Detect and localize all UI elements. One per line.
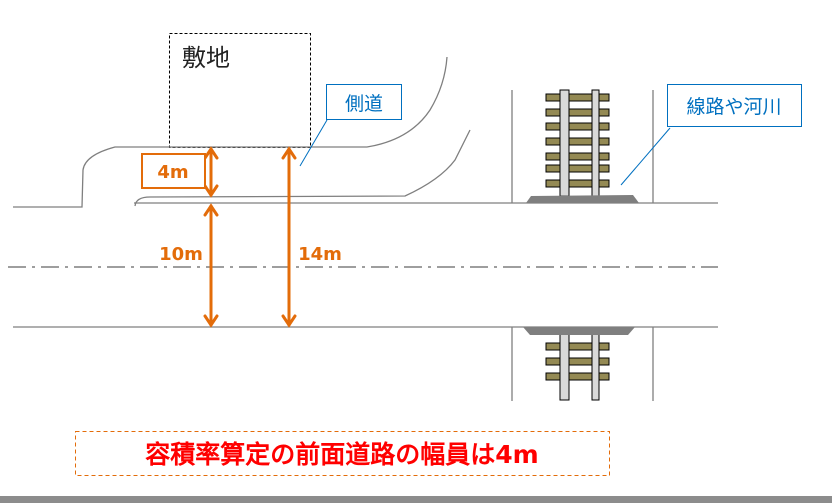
- side-road-lower-edge: [134, 129, 471, 207]
- site-label: 敷地: [182, 44, 230, 72]
- ballast-bottom: [523, 327, 635, 335]
- railway-track-bottom: [545, 333, 610, 401]
- side-road-callout-label: 側道: [345, 93, 383, 115]
- conclusion-text: 容積率算定の前面道路の幅員は4m: [145, 440, 538, 469]
- bottom-border-bar: [0, 496, 832, 503]
- railway-callout-box: [667, 84, 802, 127]
- side-road-callout-box: [326, 84, 402, 120]
- main-road-width-label: 10m: [159, 244, 203, 265]
- railway-track-top: [545, 89, 610, 197]
- railway-boundaries: [511, 90, 654, 401]
- side-road-width-label: 4m: [157, 162, 188, 183]
- side-road-width-box: [141, 153, 206, 189]
- conclusion-box: [75, 431, 610, 476]
- railway-callout-label: 線路や河川: [686, 96, 781, 118]
- total-width-label: 14m: [298, 244, 342, 265]
- ballast-top: [526, 195, 639, 203]
- side-road-callout-leader: [299, 119, 328, 167]
- side-road-upper-edge: [13, 56, 448, 208]
- railway-callout-leader: [620, 127, 671, 186]
- dimension-arrows: [203, 146, 297, 328]
